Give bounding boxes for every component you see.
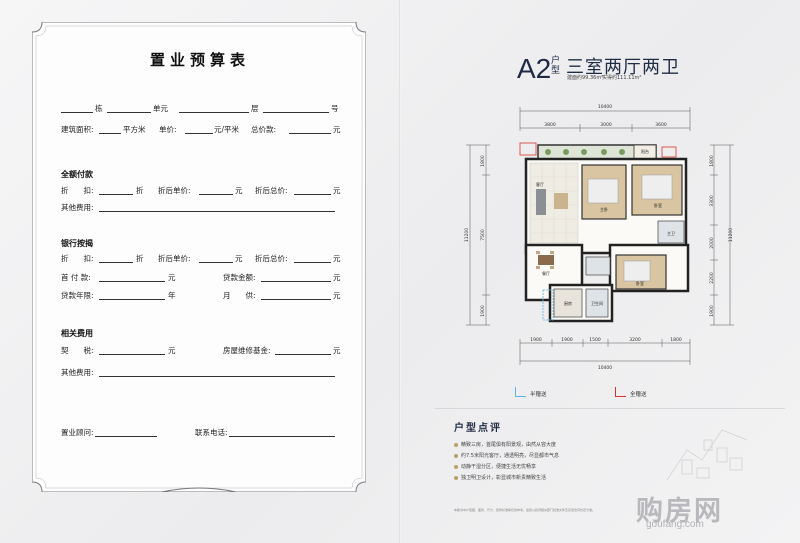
room-dining: 餐厅 xyxy=(542,270,550,276)
area-field[interactable] xyxy=(99,133,121,134)
consultant-field[interactable] xyxy=(95,436,157,437)
loan-years-field[interactable] xyxy=(99,299,165,300)
loan-amount-field[interactable] xyxy=(261,281,331,282)
dim-right-4: 2200 xyxy=(709,272,715,284)
disclaimer-text: 本楼书中户型图、面积、尺寸、装修标准等仅供参考，最终以政府相关部门批准文件及买卖… xyxy=(454,508,596,512)
review-item: 独卫明卫设计，彰显城市新贵精致生活 xyxy=(454,474,546,481)
room-bed-2: 卧室 xyxy=(636,280,644,286)
dim-bottom-5: 1800 xyxy=(670,337,682,343)
dim-bottom-4: 3200 xyxy=(629,337,641,343)
dim-bottom-1: 1900 xyxy=(530,337,542,343)
review-item: 精致三房，首尾俱有阳景观，由然从容大度 xyxy=(454,441,556,448)
full-payment-row: 折 扣: 折 折后单价: 元 折后总价: 元 xyxy=(61,186,341,195)
full-unit-price-field[interactable] xyxy=(199,194,233,195)
related-row-1: 契 税: 元 房屋维修基金: 元 xyxy=(61,346,341,355)
floorplan-page: A2 户型 三室两厅两卫 建面约99.36m² 实得约111.11m² xyxy=(400,0,800,543)
built-area: 建面约99.36m² xyxy=(567,75,604,81)
dim-top-2: 3000 xyxy=(600,122,612,128)
dim-top-1: 3800 xyxy=(544,122,556,128)
usable-area: 实得约111.11m² xyxy=(602,75,642,81)
form-title: 置业预算表 xyxy=(149,51,250,69)
related-row-2: 其他费用: xyxy=(61,367,341,379)
room-bath-1: 主卫 xyxy=(667,230,675,236)
total-field[interactable] xyxy=(289,133,331,134)
decorative-frame xyxy=(32,22,366,492)
dim-left-2: 7500 xyxy=(480,229,486,241)
review-divider xyxy=(435,408,785,409)
legend-full-swatch xyxy=(615,387,626,397)
dim-top-3: 3600 xyxy=(655,122,667,128)
dim-right-3: 2000 xyxy=(709,237,715,249)
legend-half-label: 半赠送 xyxy=(530,392,547,398)
monthly-payment-field[interactable] xyxy=(261,299,331,300)
floor-field[interactable] xyxy=(179,112,249,113)
floor-plan-drawing: 10400 3800 3000 3600 1900 1900 1500 3200… xyxy=(464,104,734,371)
down-payment-field[interactable] xyxy=(99,281,165,282)
mortgage-row-1: 折 扣: 折 折后单价: 元 折后总价: 元 xyxy=(61,254,341,263)
watermark-logo: 购房网 xyxy=(636,496,723,526)
page-fold xyxy=(399,0,401,543)
dim-bottom-total: 10400 xyxy=(598,365,612,371)
dim-left-1: 1800 xyxy=(480,155,486,167)
dim-left-3: 1900 xyxy=(480,305,486,317)
mortgage-unit-price-field[interactable] xyxy=(199,262,233,263)
dim-bottom-3: 1500 xyxy=(589,337,601,343)
mortgage-row-3: 贷款年限: 年 月 供: 元 xyxy=(61,291,341,300)
mortgage-heading: 银行按揭 xyxy=(61,239,93,248)
dim-left-total: 11200 xyxy=(464,228,470,242)
related-fees-heading: 相关费用 xyxy=(61,329,93,338)
room-bed-1: 卧室 xyxy=(654,202,662,208)
room-balcony: 阳台 xyxy=(641,148,649,154)
room-bath-2: 卫生间 xyxy=(591,300,603,306)
unit-type-label: 户型 xyxy=(551,55,561,75)
legend-half-swatch xyxy=(515,387,526,397)
building-field[interactable] xyxy=(61,112,93,113)
site-map-thumbnail xyxy=(666,429,748,481)
unit-field[interactable] xyxy=(107,112,151,113)
dim-right-total: 11200 xyxy=(728,228,734,242)
full-other-field[interactable] xyxy=(99,211,335,212)
related-other-field[interactable] xyxy=(99,376,335,377)
dim-bottom-2: 1900 xyxy=(561,337,573,343)
room-kitchen: 厨房 xyxy=(564,300,572,306)
dim-right-2: 3300 xyxy=(709,195,715,207)
consultant-row: 置业顾问: 联系电话: xyxy=(61,427,341,439)
full-other-row: 其他费用: xyxy=(61,202,341,214)
mortgage-discount-field[interactable] xyxy=(99,262,133,263)
dim-right-1: 1800 xyxy=(709,155,715,167)
number-field[interactable] xyxy=(263,112,329,113)
full-payment-heading: 全额付款 xyxy=(61,170,93,179)
unit-row: 栋 单元 层 号 xyxy=(61,103,341,115)
full-discount-field[interactable] xyxy=(99,194,133,195)
review-title: 户型点评 xyxy=(454,423,502,434)
phone-field[interactable] xyxy=(229,436,335,437)
maintenance-fund-field[interactable] xyxy=(275,354,331,355)
deed-tax-field[interactable] xyxy=(99,354,165,355)
mortgage-row-2: 首 付 款: 元 贷款金额: 元 xyxy=(61,273,341,282)
budget-page: 置业预算表 栋 单元 层 号 建筑面积: 平方米 单价: 元/平米 总价款: 元… xyxy=(32,22,366,492)
room-living: 客厅 xyxy=(536,181,544,187)
mortgage-total-field[interactable] xyxy=(294,262,331,263)
unit-name: 三室两厅两卫 xyxy=(566,57,680,77)
review-item: 约7.5米阳光客厅，通透明亮，尽显都市气息 xyxy=(454,452,559,459)
room-master: 主卧 xyxy=(600,206,608,212)
watermark-url: goufang.com xyxy=(646,519,704,530)
dim-top-total: 10400 xyxy=(598,104,612,110)
unit-code: A2 xyxy=(517,53,552,84)
full-total-field[interactable] xyxy=(294,194,331,195)
review-item: 动静干湿分区，便捷生活无忧畅享 xyxy=(454,463,536,470)
price-field[interactable] xyxy=(185,133,213,134)
dim-right-5: 1900 xyxy=(709,305,715,317)
area-row: 建筑面积: 平方米 单价: 元/平米 总价款: 元 xyxy=(61,125,341,134)
legend-full-label: 全赠送 xyxy=(630,392,647,398)
